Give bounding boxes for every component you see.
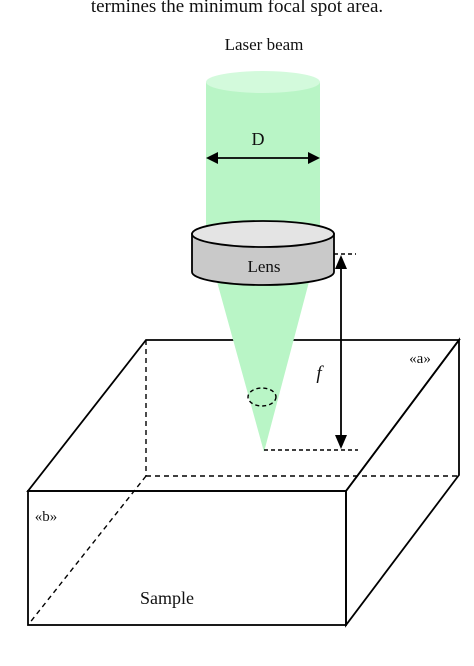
laser-beam-cylinder <box>206 82 320 230</box>
lens: Lens <box>191 220 335 286</box>
region-a-label: «a» <box>409 351 431 367</box>
laser-beam-label: Laser beam <box>225 35 304 54</box>
focal-spot <box>247 387 277 407</box>
lens-top <box>191 220 335 248</box>
sample-right-face <box>345 337 460 628</box>
caption-text: termines the minimum focal spot area. <box>91 0 383 17</box>
laser-beam <box>206 71 320 230</box>
focal-length-label: f <box>316 363 324 384</box>
diameter-arrow <box>206 152 320 164</box>
sample-hidden-edges <box>27 340 459 626</box>
diameter-label: D <box>252 129 265 149</box>
region-b-label: «b» <box>35 509 58 525</box>
lens-label: Lens <box>247 257 280 276</box>
lens-side <box>191 233 335 286</box>
sample-box <box>26 337 461 628</box>
sample-label: Sample <box>140 588 194 608</box>
laser-beam-top <box>206 71 320 93</box>
focal-length-indicator <box>264 253 358 451</box>
focused-beam-cone <box>216 278 310 452</box>
